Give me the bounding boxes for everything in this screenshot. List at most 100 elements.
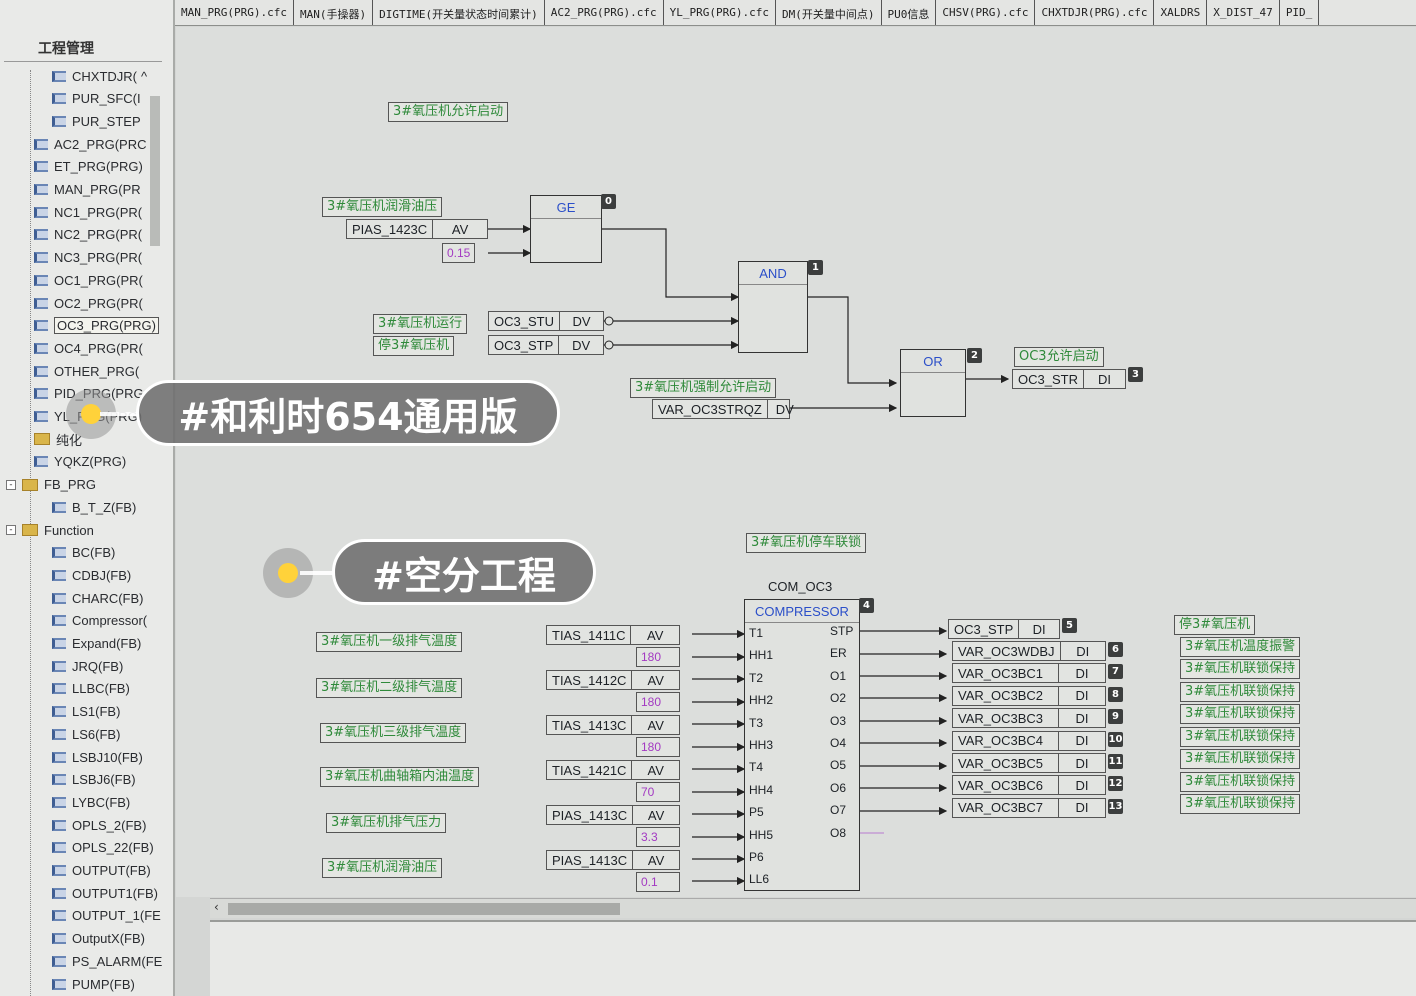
- editor-tab[interactable]: CHSV(PRG).cfc: [936, 0, 1036, 25]
- tree-item[interactable]: OutputX(FB): [52, 929, 145, 949]
- tree-item[interactable]: PUR_SFC(I: [52, 89, 141, 109]
- tree-item[interactable]: AC2_PRG(PRC: [34, 134, 146, 154]
- tree-item[interactable]: 纯化: [34, 429, 82, 449]
- tree-item[interactable]: Expand(FB): [52, 634, 141, 654]
- comment-lube-pressure[interactable]: 3#氧压机润滑油压: [322, 197, 443, 217]
- tree-item[interactable]: CDBJ(FB): [52, 565, 131, 585]
- const-70[interactable]: 70: [636, 782, 680, 802]
- comment-interlock-hold-3[interactable]: 3#氧压机联锁保持: [1180, 704, 1301, 724]
- ge-block[interactable]: GE: [530, 195, 602, 263]
- comment-crankcase-temp[interactable]: 3#氧压机曲轴箱内油温度: [320, 767, 480, 787]
- tree-item[interactable]: NC3_PRG(PR(: [34, 248, 142, 268]
- tree-item[interactable]: JRQ(FB): [52, 656, 123, 676]
- tree-item[interactable]: LSBJ10(FB): [52, 747, 143, 767]
- comment-oc3-allow[interactable]: OC3允许启动: [1014, 347, 1104, 367]
- const-180[interactable]: 180: [636, 737, 680, 757]
- comment-force-allow[interactable]: 3#氧压机强制允许启动: [630, 378, 777, 398]
- const-180[interactable]: 180: [636, 647, 680, 667]
- tree-item[interactable]: OPLS_22(FB): [52, 838, 154, 858]
- tree-item[interactable]: -FB_PRG: [6, 475, 96, 495]
- comment-lube-pressure-2[interactable]: 3#氧压机润滑油压: [322, 858, 443, 878]
- const-180[interactable]: 180: [636, 692, 680, 712]
- comment-stage2-temp[interactable]: 3#氧压机二级排气温度: [316, 678, 463, 698]
- comment-interlock-hold-4[interactable]: 3#氧压机联锁保持: [1180, 727, 1301, 747]
- comment-stage1-temp[interactable]: 3#氧压机一级排气温度: [316, 632, 463, 652]
- tree-item[interactable]: -Function: [6, 520, 94, 540]
- tree-item[interactable]: OC2_PRG(PR(: [34, 293, 143, 313]
- editor-tab[interactable]: CHXTDJR(PRG).cfc: [1035, 0, 1155, 25]
- tree-item[interactable]: CHXTDJR(^: [52, 66, 147, 86]
- const-3-3[interactable]: 3.3: [636, 827, 680, 847]
- tree-item[interactable]: OC1_PRG(PR(: [34, 270, 143, 290]
- or-block[interactable]: OR: [900, 349, 966, 417]
- tree-item[interactable]: LSBJ6(FB): [52, 770, 136, 790]
- tree-item[interactable]: CHARC(FB): [52, 588, 144, 608]
- tree-item[interactable]: OPLS_2(FB): [52, 815, 146, 835]
- tree-item[interactable]: ET_PRG(PRG): [34, 157, 143, 177]
- collapse-icon[interactable]: -: [6, 479, 16, 490]
- tree-item[interactable]: B_T_Z(FB): [52, 497, 136, 517]
- comment-exhaust-pressure[interactable]: 3#氧压机排气压力: [326, 813, 447, 833]
- comment-stop-out[interactable]: 停3#氧压机: [1174, 615, 1256, 635]
- comment-stage3-temp[interactable]: 3#氧压机三级排气温度: [320, 723, 467, 743]
- comment-interlock-hold-1[interactable]: 3#氧压机联锁保持: [1180, 659, 1301, 679]
- hashtag-label[interactable]: #空分工程: [332, 539, 596, 605]
- tree-item[interactable]: PUR_STEP: [52, 111, 141, 131]
- comment-interlock-hold-5[interactable]: 3#氧压机联锁保持: [1180, 749, 1301, 769]
- comment-start-allow[interactable]: 3#氧压机允许启动: [388, 102, 509, 122]
- editor-tab[interactable]: YL_PRG(PRG).cfc: [664, 0, 777, 25]
- comment-stop[interactable]: 停3#氧压机: [373, 336, 455, 356]
- comment-interlock-hold-7[interactable]: 3#氧压机联锁保持: [1180, 794, 1301, 814]
- collapse-icon[interactable]: -: [6, 525, 16, 535]
- comment-interlock-hold-6[interactable]: 3#氧压机联锁保持: [1180, 772, 1301, 792]
- comment-temp-vibration[interactable]: 3#氧压机温度振警: [1180, 637, 1301, 657]
- cfc-editor-canvas[interactable]: 3#氧压机允许启动 3#氧压机润滑油压 3#氧压机运行 停3#氧压机 3#氧压机…: [176, 27, 1416, 918]
- tree-item[interactable]: OC3_PRG(PRG): [34, 316, 159, 336]
- hashtag-label[interactable]: #和利时654通用版: [136, 380, 560, 446]
- tree-item[interactable]: YQKZ(PRG): [34, 452, 126, 472]
- tree-item[interactable]: LS6(FB): [52, 724, 120, 744]
- editor-tab[interactable]: MAN(手操器): [294, 0, 374, 25]
- tree-item[interactable]: LLBC(FB): [52, 679, 130, 699]
- tree-item[interactable]: OUTPUT1(FB): [52, 883, 158, 903]
- tree-scrollbar[interactable]: [150, 96, 160, 246]
- tree-item[interactable]: LS1(FB): [52, 702, 120, 722]
- tree-item[interactable]: Compressor(: [52, 611, 147, 631]
- editor-tab[interactable]: PU0信息: [882, 0, 937, 25]
- tree-item[interactable]: OUTPUT_1(FE: [52, 906, 161, 926]
- scrollbar-thumb[interactable]: [228, 903, 620, 915]
- const-0-15[interactable]: 0.15: [442, 243, 476, 263]
- tree-item[interactable]: NC1_PRG(PR(: [34, 202, 142, 222]
- tree-item[interactable]: OTHER_PRG(: [34, 361, 139, 381]
- tree-item[interactable]: OUTPUT(FB): [52, 861, 151, 881]
- tree-item[interactable]: BC(FB): [52, 543, 115, 563]
- tree-item[interactable]: MAN_PRG(PR: [34, 180, 141, 200]
- editor-tab[interactable]: AC2_PRG(PRG).cfc: [545, 0, 664, 25]
- editor-tab[interactable]: DM(开关量中间点): [776, 0, 882, 25]
- tree-item[interactable]: OC4_PRG(PR(: [34, 338, 143, 358]
- comment-interlock-hold-2[interactable]: 3#氧压机联锁保持: [1180, 682, 1301, 702]
- scroll-left-arrow-icon[interactable]: ‹: [214, 900, 219, 914]
- tree-item[interactable]: NC2_PRG(PR(: [34, 225, 142, 245]
- and-block[interactable]: AND: [738, 261, 808, 353]
- const-0-1[interactable]: 0.1: [636, 872, 680, 892]
- comment-stop-interlock[interactable]: 3#氧压机停车联锁: [746, 533, 867, 553]
- horizontal-scrollbar[interactable]: ‹: [210, 898, 1416, 918]
- tree-item[interactable]: LYBC(FB): [52, 792, 130, 812]
